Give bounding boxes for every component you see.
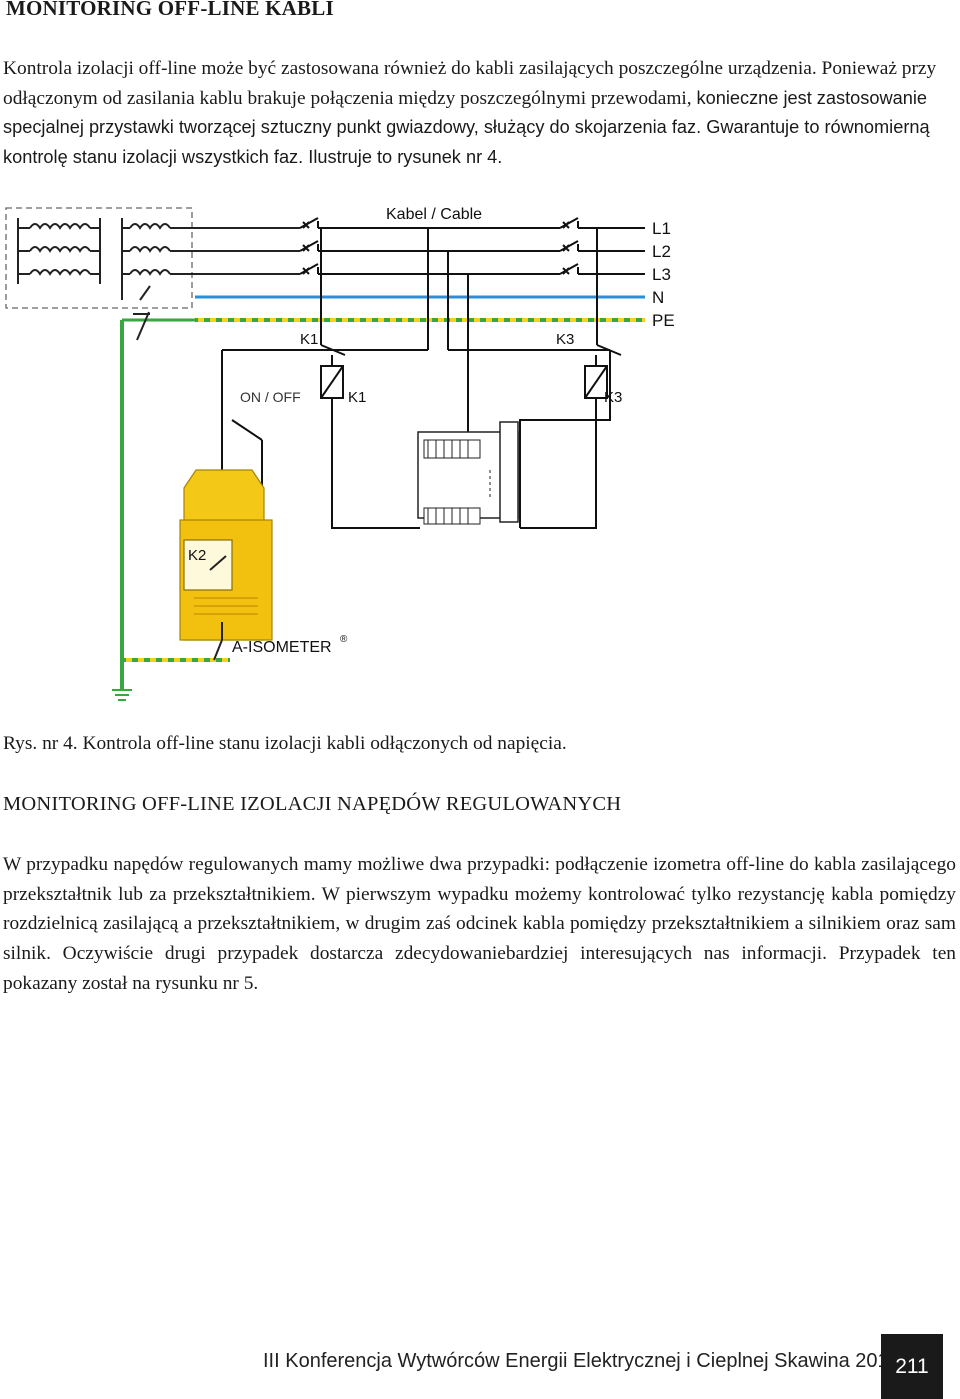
cable-taps: [221, 228, 622, 560]
body-paragraph: W przypadku napędów regulowanych mamy mo…: [3, 854, 956, 994]
line-label-pe: PE: [652, 311, 675, 330]
section-heading: MONITORING OFF-LINE KABLI: [6, 0, 334, 20]
intro-paragraph-sans: konieczne jest zastosowanie specjalnej p…: [3, 87, 930, 167]
coil-k3: [520, 355, 608, 529]
line-label-l3: L3: [652, 265, 671, 284]
line-label-l1: L1: [652, 219, 671, 238]
a-isometer-device: [179, 469, 273, 661]
intro-paragraph-serif: Kontrola izolacji off-line może być zast…: [3, 58, 937, 109]
line-label-l2: L2: [652, 242, 671, 261]
page-number: 211: [881, 1334, 943, 1399]
coil-label-k3: K3: [604, 389, 622, 406]
relay-module: [417, 421, 519, 525]
device-name: A-ISOMETER: [232, 639, 332, 656]
coil-k1: [320, 355, 420, 529]
pe-bottom: [122, 658, 230, 662]
pe-line: [195, 318, 645, 322]
cable-label: Kabel / Cable: [386, 206, 482, 223]
section-heading-2: MONITORING OFF-LINE IZOLACJI NAPĘDÓW REG…: [3, 793, 622, 815]
primary-coils: [17, 218, 101, 284]
intro-paragraph: Kontrola izolacji off-line może być zast…: [3, 54, 956, 172]
transformer-box: [5, 207, 193, 309]
wiring-diagram: Kabel / Cable L1 L2 L3 N PE K1 K3 ON / O…: [5, 206, 675, 701]
figure-caption: Rys. nr 4. Kontrola off-line stanu izola…: [3, 733, 567, 754]
device-label-k2: K2: [188, 547, 206, 564]
contact-label-k1: K1: [300, 331, 318, 348]
line-label-n: N: [652, 288, 664, 307]
contact-label-k3: K3: [556, 331, 574, 348]
secondary-coils: [121, 218, 300, 301]
phase-lines: [299, 217, 645, 275]
pe-vertical: [120, 320, 124, 690]
footer-conference: III Konferencja Wytwórców Energii Elektr…: [263, 1350, 900, 1372]
registered-mark: ®: [340, 634, 348, 645]
coil-label-k1: K1: [348, 389, 366, 406]
on-off-label: ON / OFF: [240, 389, 301, 405]
